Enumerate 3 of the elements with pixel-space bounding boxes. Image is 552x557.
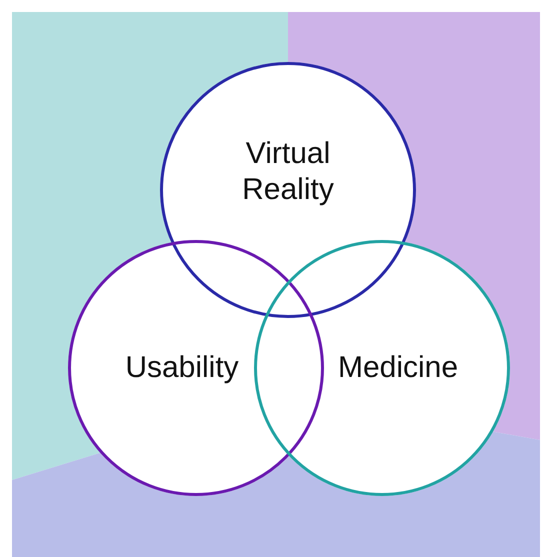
circle-label: Medicine — [336, 350, 460, 386]
circle-label: Usability — [124, 350, 240, 386]
circle-label: Virtual Reality — [241, 136, 335, 208]
